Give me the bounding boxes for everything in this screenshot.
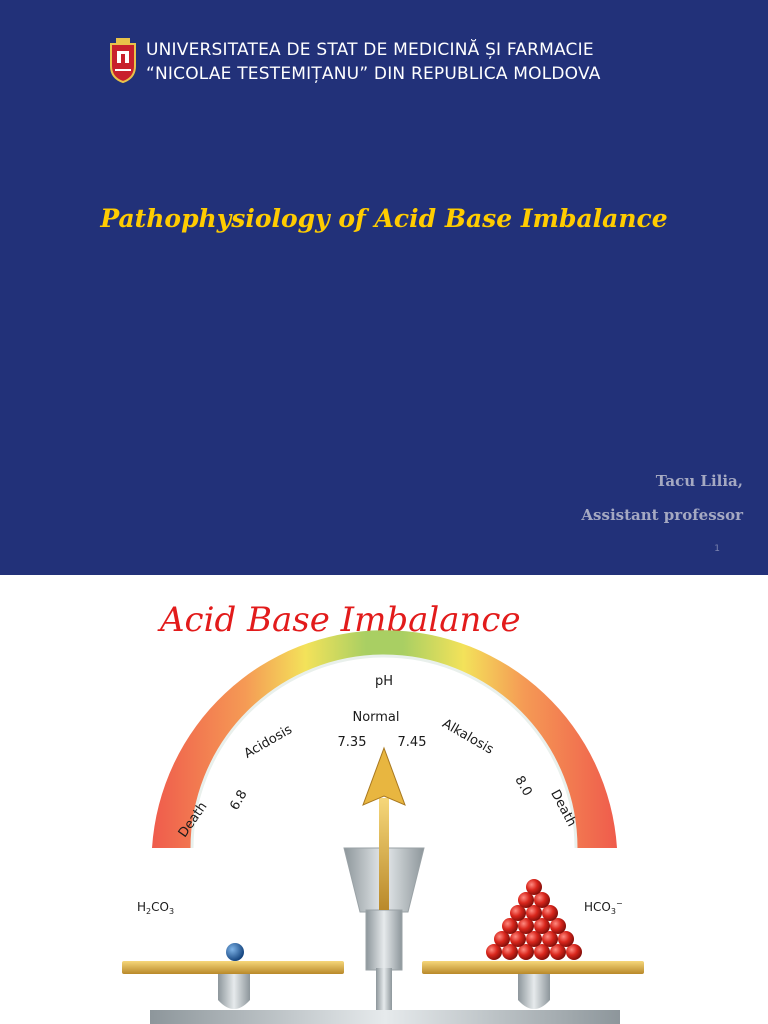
- base-molecule: [518, 892, 534, 908]
- base-molecule: [550, 918, 566, 934]
- base-molecule: [558, 931, 574, 947]
- base-molecule: [542, 931, 558, 947]
- base-molecule: [510, 931, 526, 947]
- acidosis-label: Acidosis: [242, 722, 295, 761]
- base-molecule: [518, 918, 534, 934]
- base-molecule: [486, 944, 502, 960]
- author-name: Tacu Lilia,: [655, 472, 743, 490]
- normal-high-value: 7.45: [398, 735, 427, 750]
- base-molecule: [518, 944, 534, 960]
- pointer-arrow-shaft: [379, 798, 389, 910]
- base-molecule: [534, 892, 550, 908]
- university-header: UNIVERSITATEA DE STAT DE MEDICINĂ ȘI FAR…: [108, 38, 601, 86]
- title-slide: UNIVERSITATEA DE STAT DE MEDICINĂ ȘI FAR…: [0, 0, 768, 575]
- university-name-line1: UNIVERSITATEA DE STAT DE MEDICINĂ ȘI FAR…: [146, 40, 594, 60]
- ph-arc: [152, 630, 617, 848]
- university-name-line2: “NICOLAE TESTEMIȚANU” DIN REPUBLICA MOLD…: [146, 64, 601, 84]
- base-molecule-pyramid: [486, 879, 582, 960]
- ph-label: pH: [375, 674, 393, 689]
- base-molecule: [566, 944, 582, 960]
- presentation-title: Pathophysiology of Acid Base Imbalance: [100, 204, 668, 233]
- high-ph-value: 8.0: [511, 774, 534, 799]
- base-molecule: [542, 905, 558, 921]
- university-crest-icon: [110, 38, 136, 84]
- author-role: Assistant professor: [581, 506, 743, 524]
- slide-title: Acid Base Imbalance: [160, 600, 521, 640]
- author-block: Tacu Lilia, Assistant professor: [581, 464, 743, 532]
- base-molecule: [526, 931, 542, 947]
- base-molecule: [526, 905, 542, 921]
- low-ph-value: 6.8: [227, 788, 250, 813]
- base-molecule: [534, 944, 550, 960]
- page-number: 1: [714, 544, 720, 554]
- normal-label: Normal: [352, 710, 399, 725]
- acid-molecule: [226, 943, 244, 961]
- bicarbonate-label: HCO3−: [584, 899, 623, 916]
- base-molecule: [502, 944, 518, 960]
- base-molecule: [526, 879, 542, 895]
- base-molecule: [534, 918, 550, 934]
- base-molecule: [502, 918, 518, 934]
- alkalosis-label: Alkalosis: [440, 716, 497, 757]
- left-scale-pan: [122, 961, 344, 974]
- base-molecule: [494, 931, 510, 947]
- carbonic-acid-label: H2CO3: [137, 900, 174, 916]
- base-molecule: [510, 905, 526, 921]
- right-scale-pan: [422, 961, 644, 974]
- normal-low-value: 7.35: [338, 735, 367, 750]
- pointer-arrow-head: [362, 746, 406, 806]
- base-molecule: [550, 944, 566, 960]
